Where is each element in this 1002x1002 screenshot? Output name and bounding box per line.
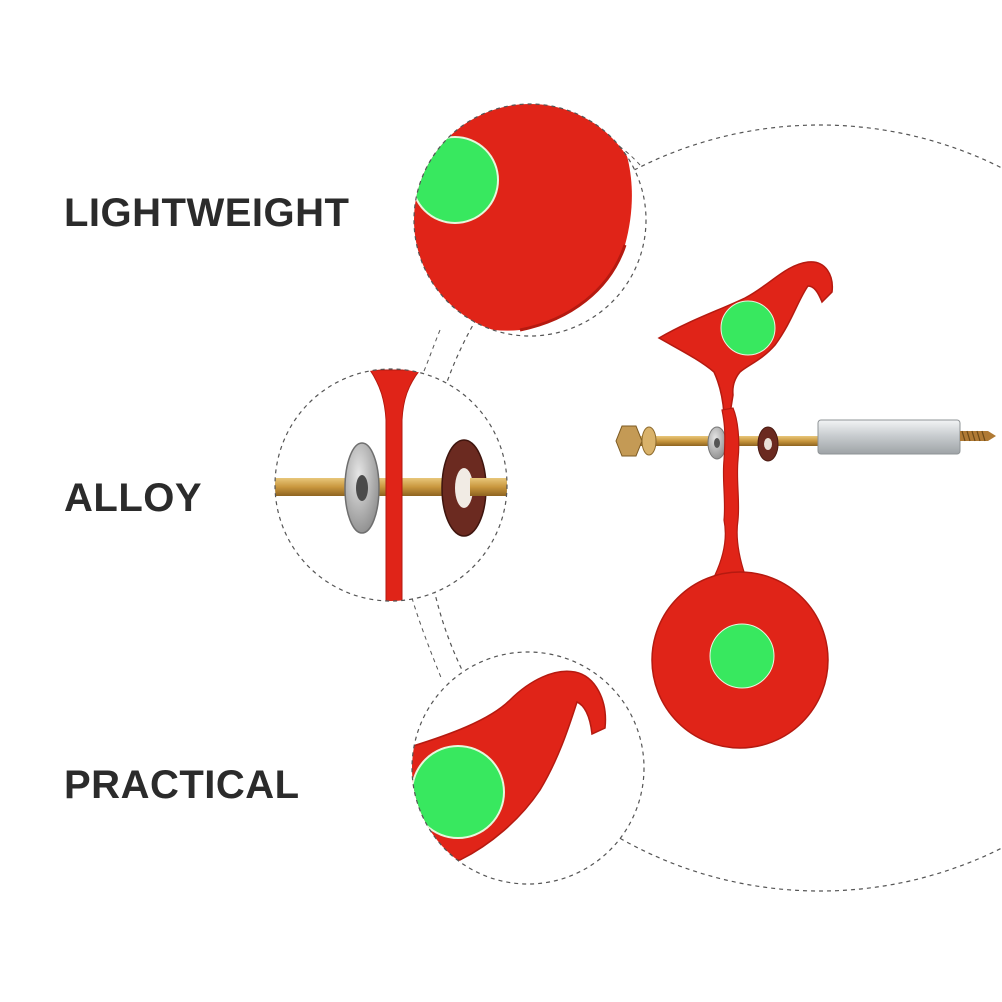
- aluminum-sleeve: [817, 419, 961, 455]
- large-dashed-outline: [424, 124, 1002, 892]
- zoom-circle-alloy: [274, 368, 508, 602]
- green-spot: [709, 623, 775, 689]
- main-target-assembly: [615, 261, 996, 749]
- hex-nut: [615, 425, 643, 457]
- zoom-circle-practical: [411, 651, 645, 885]
- screw-icon: [960, 430, 996, 442]
- green-spot: [720, 300, 776, 356]
- feature-label-alloy: ALLOY: [64, 476, 203, 520]
- zoom-circle-lightweight: [413, 103, 647, 337]
- feature-label-lightweight: LIGHTWEIGHT: [64, 191, 350, 235]
- feature-label-practical: PRACTICAL: [64, 763, 300, 807]
- washer-icon: [641, 426, 657, 456]
